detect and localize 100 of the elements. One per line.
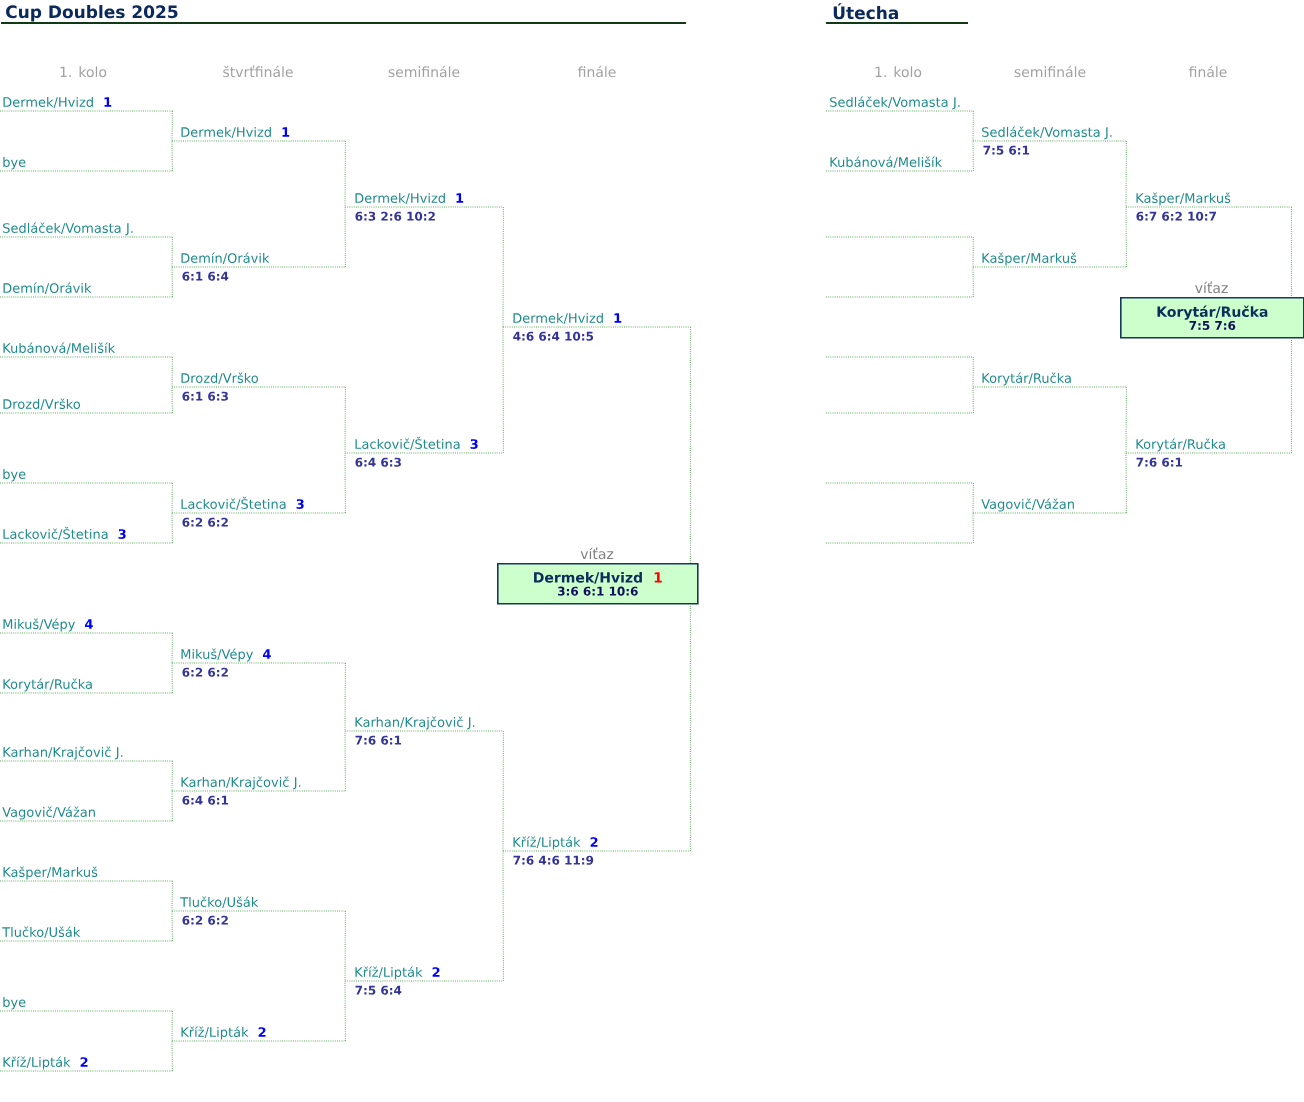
winner-caption: víťaz bbox=[580, 547, 614, 560]
round-heading: finále bbox=[1188, 65, 1227, 78]
team-entry: Kašper/Markuš bbox=[972, 252, 1127, 268]
bracket-line bbox=[972, 512, 974, 544]
round-heading: finále bbox=[577, 65, 616, 78]
title: Cup Doubles 2025 bbox=[6, 5, 178, 22]
team-entry: Lackovič/Štetina 3 bbox=[0, 526, 173, 544]
team-entry: Dermek/Hvizd 1 bbox=[0, 96, 173, 112]
score: 6:7 6:2 10:7 bbox=[1136, 211, 1216, 221]
bracket-line bbox=[344, 662, 346, 732]
team-entry: Sedláček/Vomasta J. bbox=[0, 222, 173, 238]
round-heading: semifinále bbox=[388, 65, 460, 78]
score: 6:2 6:2 bbox=[182, 667, 228, 677]
score: 7:5 6:1 bbox=[983, 145, 1030, 155]
team-entry: Tlučko/Ušák bbox=[171, 896, 346, 912]
team-entry: Vagovič/Vážan bbox=[972, 498, 1127, 514]
score: 4:6 6:4 10:5 bbox=[513, 331, 594, 341]
team-entry: Kašper/Markuš bbox=[0, 866, 173, 882]
bracket-line bbox=[972, 482, 974, 514]
team-entry: Drozd/Vrško bbox=[0, 398, 173, 414]
bracket-line bbox=[344, 206, 346, 268]
score: 6:1 6:4 bbox=[182, 271, 229, 281]
blank-entry-line bbox=[825, 296, 974, 298]
blank-entry-line bbox=[825, 236, 974, 238]
team-entry: Dermek/Hvizd 1 bbox=[502, 312, 691, 328]
round-heading: 1. kolo bbox=[875, 66, 922, 78]
score: 6:4 6:3 bbox=[355, 457, 401, 467]
score: 6:2 6:2 bbox=[182, 915, 228, 925]
team-entry: Kříž/Lipták 2 bbox=[502, 836, 691, 852]
team-entry: Kubánová/Melišík bbox=[0, 342, 173, 358]
bracket-line bbox=[1290, 206, 1292, 298]
blank-entry-line bbox=[825, 356, 974, 358]
bracket-line bbox=[689, 604, 691, 852]
bracket-line bbox=[171, 356, 173, 388]
team-entry: Vagovič/Vážan bbox=[0, 806, 173, 822]
blank-entry-line bbox=[825, 482, 974, 484]
bracket-line bbox=[972, 386, 974, 414]
bracket-line bbox=[171, 482, 173, 514]
blank-entry-line bbox=[825, 542, 974, 544]
bracket-line bbox=[171, 110, 173, 142]
team-entry: bye bbox=[0, 468, 173, 484]
score: 6:1 6:3 bbox=[182, 391, 228, 401]
team-entry: Kříž/Lipták 2 bbox=[344, 966, 504, 982]
score: 7:6 6:1 bbox=[355, 735, 402, 745]
team-entry: Tlučko/Ušák bbox=[0, 926, 173, 942]
round-heading: 1. kolo bbox=[60, 66, 107, 78]
team-entry: Lackovič/Štetina 3 bbox=[171, 496, 346, 514]
round-heading: semifinále bbox=[1014, 65, 1086, 78]
bracket-line bbox=[502, 326, 504, 454]
team-entry: Karhan/Krajčovič J. bbox=[171, 776, 346, 792]
team-entry: Kříž/Lipták 2 bbox=[171, 1026, 346, 1042]
team-entry: Kubánová/Melišík bbox=[825, 156, 974, 172]
bracket-line bbox=[1290, 338, 1292, 454]
team-entry: Kašper/Markuš bbox=[1125, 192, 1292, 208]
bracket-line bbox=[171, 760, 173, 792]
bracket-line bbox=[171, 632, 173, 664]
bracket-line bbox=[972, 236, 974, 268]
team-entry: Korytár/Ručka bbox=[972, 372, 1127, 388]
score: 7:5 6:4 bbox=[355, 985, 402, 995]
team-entry: Demín/Orávik bbox=[171, 252, 346, 268]
bracket-line bbox=[171, 386, 173, 414]
bracket-line bbox=[972, 356, 974, 388]
bracket-line bbox=[502, 730, 504, 852]
score: 6:2 6:2 bbox=[182, 517, 228, 527]
bracket-line bbox=[171, 1010, 173, 1042]
winner-box: Korytár/Ručka 7:5 7:6 bbox=[1120, 297, 1304, 339]
team-entry: Karhan/Krajčovič J. bbox=[0, 746, 173, 762]
team-entry: Dermek/Hvizd 1 bbox=[344, 192, 504, 208]
score: 6:3 2:6 10:2 bbox=[355, 211, 435, 221]
bracket-line bbox=[502, 206, 504, 328]
score: 7:6 6:1 bbox=[1136, 457, 1183, 467]
score: 7:6 4:6 11:9 bbox=[513, 855, 594, 865]
team-entry: Demín/Orávik bbox=[0, 282, 173, 298]
team-entry: Drozd/Vrško bbox=[171, 372, 346, 388]
bracket-line bbox=[171, 662, 173, 694]
winner-box: Dermek/Hvizd 1 3:6 6:1 10:6 bbox=[497, 563, 699, 605]
bracket-line bbox=[502, 850, 504, 982]
bracket-line bbox=[171, 236, 173, 268]
team-entry: Sedláček/Vomasta J. bbox=[825, 96, 974, 112]
bracket-line bbox=[344, 910, 346, 982]
team-entry: Korytár/Ručka bbox=[1125, 438, 1292, 454]
bracket-line bbox=[171, 512, 173, 544]
bracket-line bbox=[1125, 452, 1127, 514]
score: 6:4 6:1 bbox=[182, 795, 229, 805]
bracket-line bbox=[1125, 206, 1127, 268]
team-entry: Sedláček/Vomasta J. bbox=[972, 126, 1127, 142]
winner-caption: víťaz bbox=[1195, 281, 1228, 294]
team-entry: Korytár/Ručka bbox=[0, 678, 173, 694]
round-heading: štvrťfinále bbox=[223, 65, 293, 78]
bracket-line bbox=[344, 730, 346, 792]
team-entry: Karhan/Krajčovič J. bbox=[344, 716, 504, 732]
bracket-line bbox=[171, 880, 173, 912]
team-entry: Kříž/Lipták 2 bbox=[0, 1056, 173, 1072]
team-entry: bye bbox=[0, 996, 173, 1012]
bracket-line bbox=[171, 790, 173, 822]
team-entry: Mikuš/Vépy 4 bbox=[0, 618, 173, 634]
bracket-line bbox=[344, 980, 346, 1042]
team-entry: Lackovič/Štetina 3 bbox=[344, 436, 504, 454]
bracket-line bbox=[344, 452, 346, 514]
section-heading: Útecha bbox=[833, 3, 898, 20]
